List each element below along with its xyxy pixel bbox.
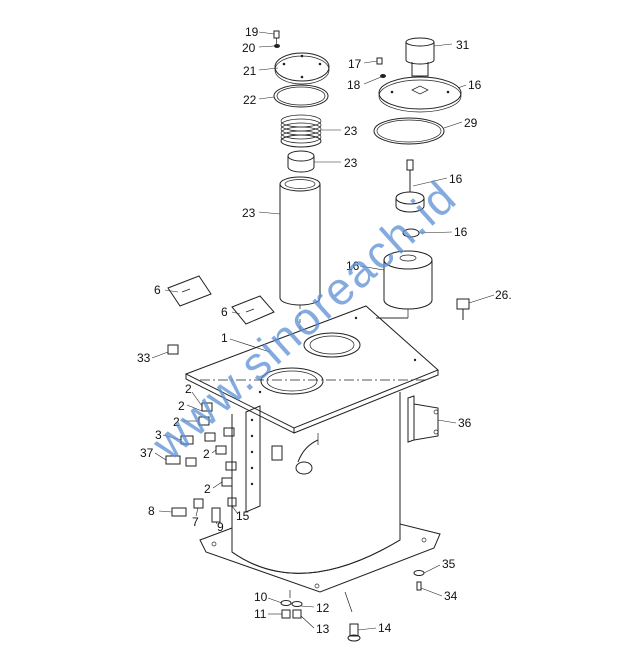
- filter-element-23: [279, 176, 321, 330]
- o-ring-22: [273, 84, 329, 108]
- callout-2e: 2: [204, 482, 211, 496]
- callout-12: 12: [316, 601, 330, 615]
- screw-34: [416, 581, 422, 591]
- leader-lines: [151, 31, 495, 631]
- callout-14: 14: [378, 621, 392, 635]
- callout-16-ring: 16: [454, 225, 468, 239]
- fitting-7: [193, 498, 204, 509]
- callout-9: 9: [217, 520, 224, 534]
- callout-23-cap: 23: [344, 156, 358, 170]
- callout-labels: 19 20 21 22 23 23 23 31 17 18 16 29 16 1…: [137, 25, 512, 636]
- callout-2b: 2: [178, 399, 185, 413]
- callout-36: 36: [458, 416, 472, 430]
- callout-15: 15: [236, 509, 250, 523]
- washer-18: [380, 74, 386, 78]
- label-sticker-6b: [231, 295, 275, 325]
- callout-23-element: 23: [242, 206, 256, 220]
- fitting-8: [171, 507, 187, 517]
- washer-35: [413, 570, 425, 576]
- callout-7: 7: [192, 515, 199, 529]
- callout-17: 17: [348, 57, 362, 71]
- callout-23-spring: 23: [344, 124, 358, 138]
- gasket-29: [373, 117, 445, 145]
- screw-19: [273, 30, 280, 45]
- callout-29: 29: [464, 116, 478, 130]
- callout-2c: 2: [173, 415, 180, 429]
- screw-17: [376, 57, 383, 65]
- callout-2d: 2: [203, 447, 210, 461]
- callout-18: 18: [347, 78, 361, 92]
- callout-3: 3: [155, 428, 162, 442]
- tank-lid-plate-1: [184, 305, 439, 434]
- fitting-rail: [245, 405, 261, 513]
- callout-34: 34: [444, 589, 458, 603]
- drain-valve-14: [344, 591, 361, 642]
- callout-2a: 2: [185, 382, 192, 396]
- callout-35: 35: [442, 557, 456, 571]
- callout-37: 37: [140, 446, 154, 460]
- spring-23: [280, 114, 322, 148]
- drain-fittings: [280, 590, 303, 619]
- float-rod-16: [395, 159, 425, 213]
- sensor-26: [456, 298, 470, 320]
- filter-cap-23: [287, 150, 315, 173]
- filter-cover-21: [274, 52, 330, 85]
- callout-10: 10: [254, 590, 268, 604]
- callout-21: 21: [243, 64, 257, 78]
- callout-11: 11: [254, 607, 267, 621]
- plug-33: [167, 344, 179, 355]
- tank-base-flange: [199, 523, 441, 593]
- callout-13: 13: [316, 622, 330, 636]
- callout-16-rod: 16: [449, 172, 463, 186]
- callout-22: 22: [243, 93, 257, 107]
- callout-31: 31: [456, 38, 470, 52]
- callout-1: 1: [221, 331, 228, 345]
- top-plate-16: [378, 76, 462, 113]
- callout-16-float: 16: [346, 259, 360, 273]
- label-sticker-6a: [167, 275, 212, 307]
- callout-20: 20: [242, 41, 256, 55]
- callout-6a: 6: [154, 283, 161, 297]
- callout-33: 33: [137, 351, 151, 365]
- callout-19: 19: [245, 25, 259, 39]
- callout-16-plate: 16: [468, 78, 482, 92]
- watermark-text: www.sinoreach.id: [141, 170, 466, 470]
- callout-6b: 6: [221, 305, 228, 319]
- callout-8: 8: [148, 504, 155, 518]
- washer-20: [274, 44, 280, 48]
- callout-26: 26.: [495, 288, 512, 302]
- side-bracket-36: [407, 395, 439, 443]
- return-elbow: [271, 439, 319, 475]
- breather-cap-31: [405, 37, 435, 77]
